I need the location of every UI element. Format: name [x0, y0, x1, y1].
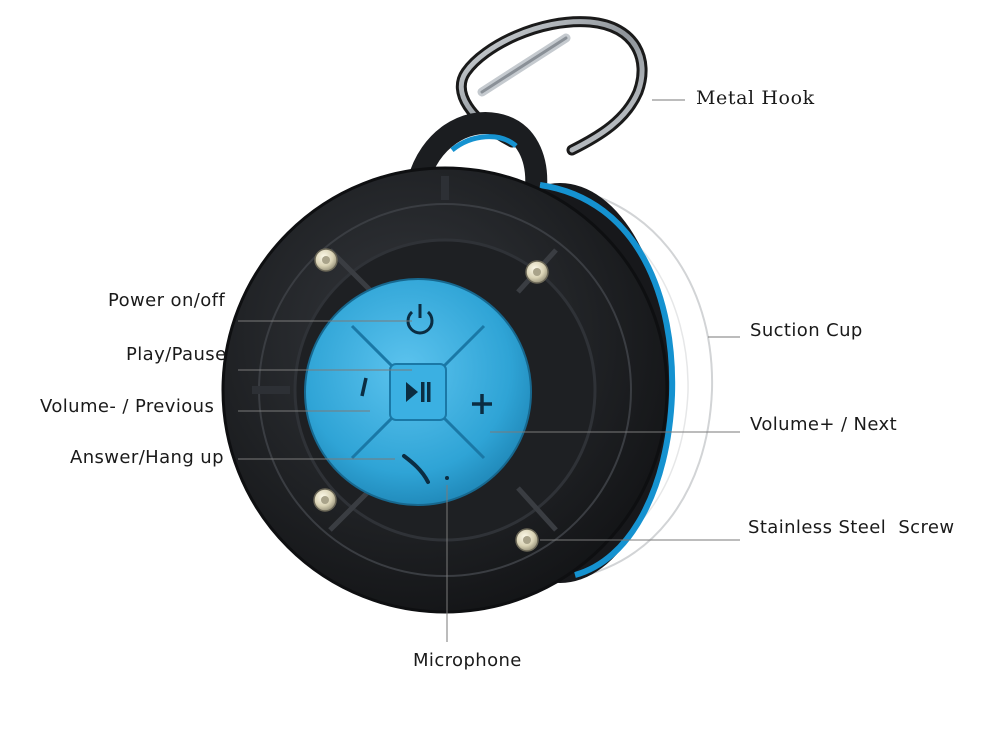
plus-icon — [472, 394, 492, 414]
microphone-hole — [445, 476, 449, 480]
label-play-pause: Play/Pause — [126, 344, 227, 365]
label-power-on-off: Power on/off — [108, 290, 226, 311]
stainless-steel-screws — [313, 248, 549, 552]
label-suction-cup: Suction Cup — [750, 320, 863, 341]
play-pause-icon — [406, 382, 431, 402]
label-volume-plus-next: Volume+ / Next — [750, 414, 898, 435]
label-metal-hook: Metal Hook — [696, 87, 815, 109]
minus-icon — [360, 377, 368, 397]
label-microphone: Microphone — [413, 650, 522, 671]
label-volume-minus-previous: Volume- / Previous — [40, 396, 215, 417]
leader-lines — [238, 99, 740, 642]
strap-loop — [407, 112, 548, 199]
power-icon — [406, 304, 434, 335]
label-stainless-steel-screw: Stainless Steel Screw — [748, 517, 955, 538]
phone-icon — [402, 454, 430, 484]
label-answer-hang-up: Answer/Hang up — [70, 447, 224, 468]
metal-hook — [455, 16, 648, 156]
